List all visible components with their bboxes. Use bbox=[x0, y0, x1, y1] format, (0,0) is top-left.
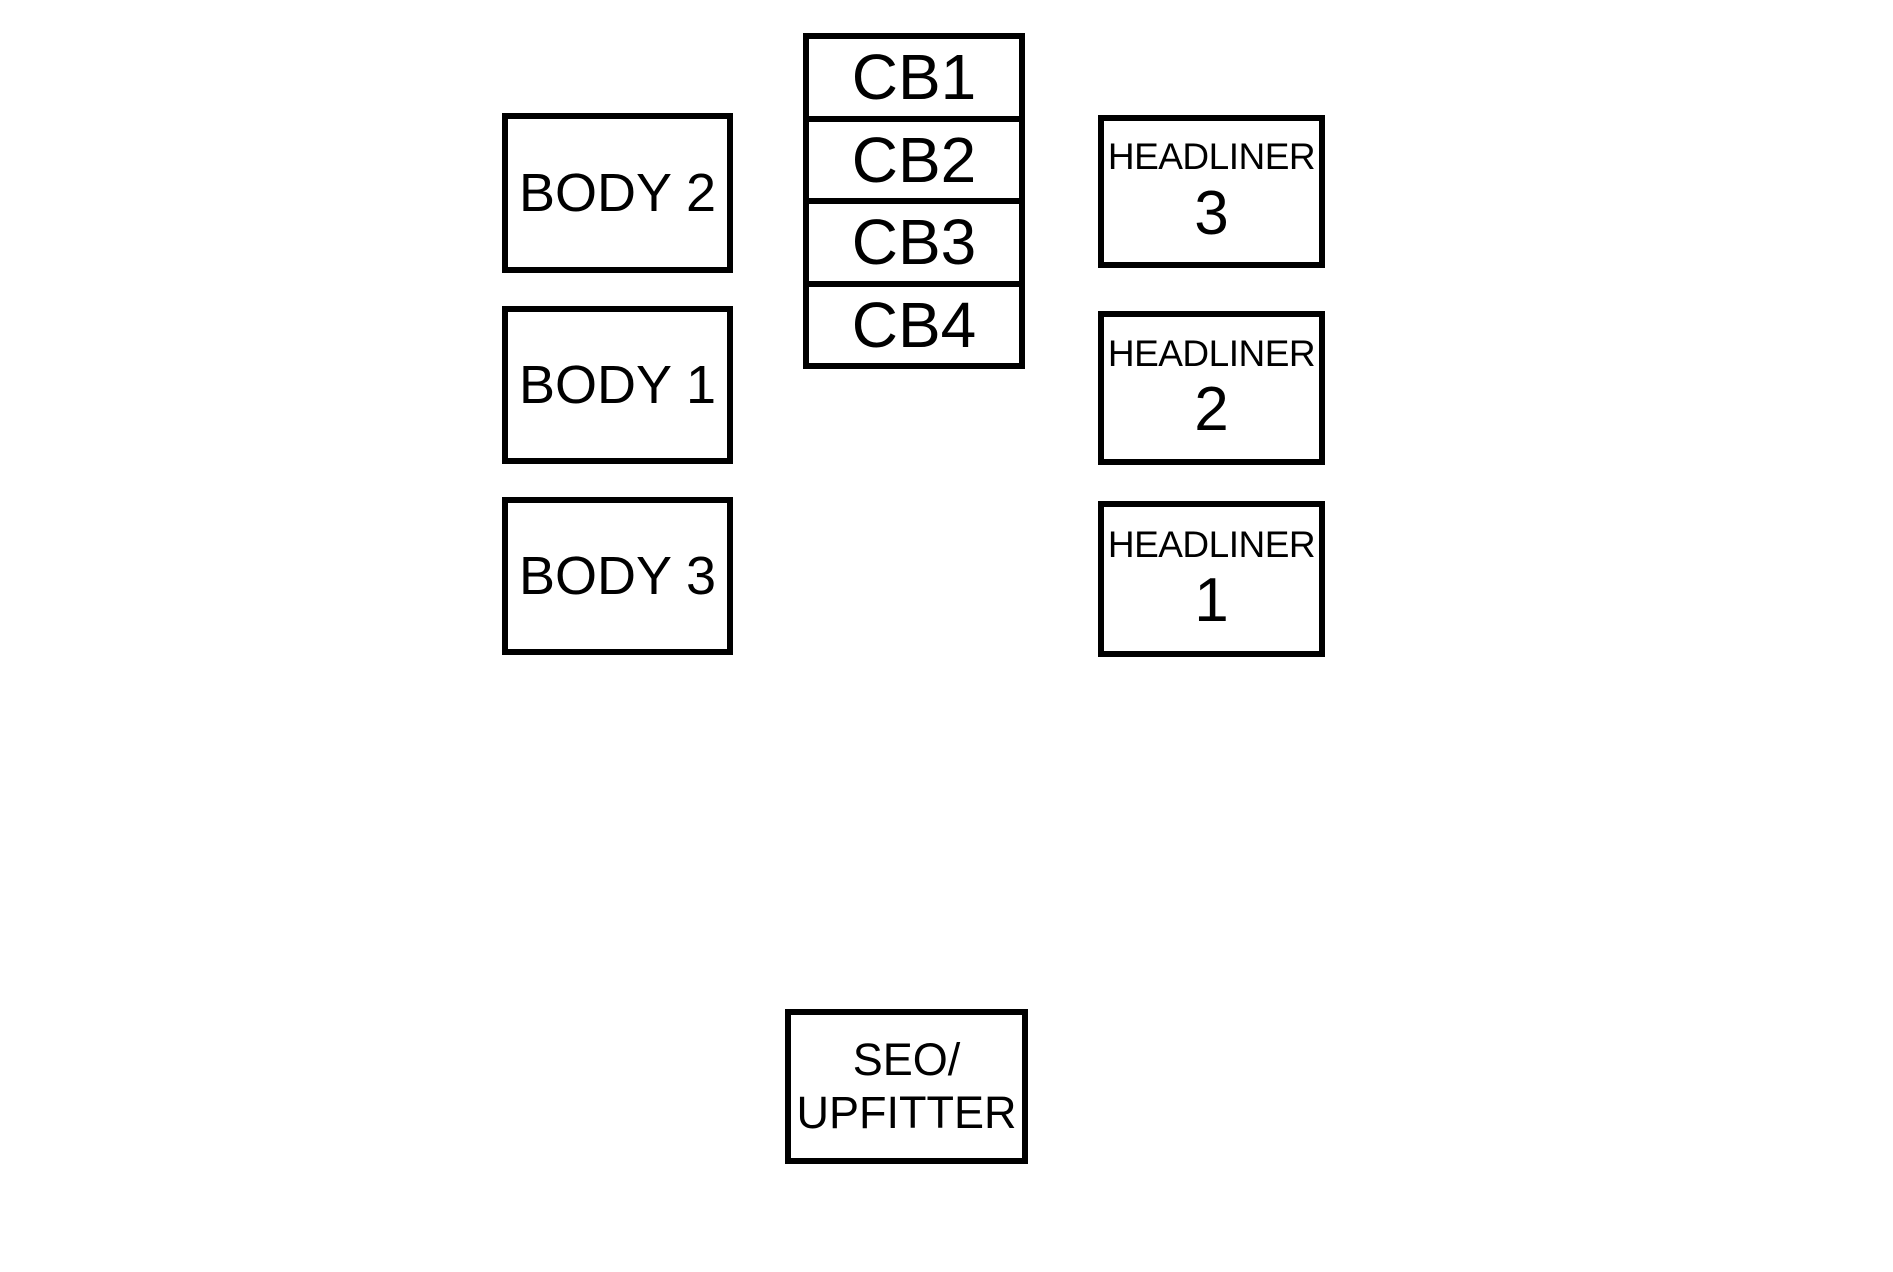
headliner-1-fuse-block: HEADLINER 1 bbox=[1098, 501, 1325, 657]
cb3-label: CB3 bbox=[851, 206, 977, 279]
cb1-label: CB1 bbox=[851, 41, 977, 114]
headliner-3-fuse-block: HEADLINER 3 bbox=[1098, 115, 1325, 268]
body-1-label: BODY 1 bbox=[518, 355, 717, 415]
body-1-fuse-block: BODY 1 bbox=[502, 306, 733, 464]
headliner-2-fuse-block: HEADLINER 2 bbox=[1098, 311, 1325, 465]
body-2-label: BODY 2 bbox=[518, 163, 717, 223]
headliner-1-name: HEADLINER bbox=[1107, 523, 1316, 565]
circuit-breaker-cb4: CB4 bbox=[809, 280, 1019, 364]
cb2-label: CB2 bbox=[851, 123, 977, 196]
circuit-breaker-cb3: CB3 bbox=[809, 198, 1019, 281]
circuit-breaker-stack: CB1 CB2 CB3 CB4 bbox=[803, 33, 1025, 369]
seo-upfitter-line2: UPFITTER bbox=[796, 1086, 1017, 1138]
body-2-fuse-block: BODY 2 bbox=[502, 113, 733, 273]
headliner-2-name: HEADLINER bbox=[1107, 332, 1316, 374]
cb4-label: CB4 bbox=[851, 288, 977, 361]
headliner-3-number: 3 bbox=[1194, 178, 1229, 248]
body-3-label: BODY 3 bbox=[518, 546, 717, 606]
headliner-1-number: 1 bbox=[1194, 566, 1229, 636]
body-3-fuse-block: BODY 3 bbox=[502, 497, 733, 655]
circuit-breaker-cb2: CB2 bbox=[809, 115, 1019, 199]
circuit-breaker-cb1: CB1 bbox=[809, 39, 1019, 116]
seo-upfitter-line1: SEO/ bbox=[852, 1034, 961, 1086]
seo-upfitter-block: SEO/ UPFITTER bbox=[785, 1009, 1028, 1164]
headliner-3-name: HEADLINER bbox=[1107, 136, 1316, 178]
headliner-2-number: 2 bbox=[1194, 375, 1229, 445]
